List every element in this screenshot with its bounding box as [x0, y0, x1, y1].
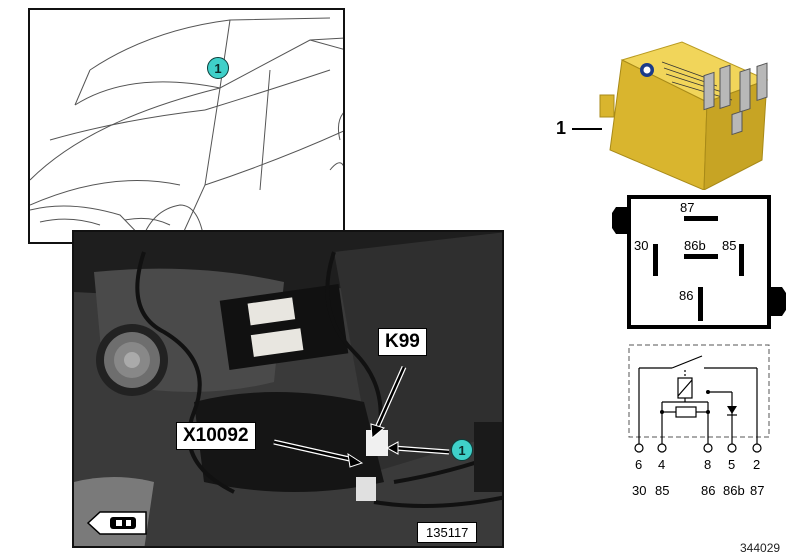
relay-image	[592, 40, 782, 191]
pin-86b-label: 86b	[684, 238, 706, 253]
door-view-pictogram	[86, 510, 148, 536]
relay-circuit-diagram	[628, 344, 770, 453]
pin-30-label: 30	[634, 238, 649, 253]
callout-1-car: 1	[207, 57, 229, 79]
pin-85-label: 85	[722, 238, 737, 253]
schematic-pin-8: 8	[704, 457, 712, 472]
relay-schematic: 6 4 8 5 2 30 85 86 86b 87	[624, 340, 774, 500]
terminal-86: 86	[701, 483, 716, 498]
schematic-pin-2: 2	[753, 457, 761, 472]
car-outline-drawing	[30, 17, 343, 242]
car-illustration-panel: 1	[28, 8, 345, 244]
document-number: 344029	[740, 541, 781, 555]
schematic-pin-5: 5	[728, 457, 736, 472]
terminal-87: 87	[750, 483, 765, 498]
label-k99: K99	[378, 328, 427, 356]
callout-1-photo: 1	[451, 439, 473, 461]
schematic-pin-6: 6	[635, 457, 643, 472]
terminal-85: 85	[655, 483, 670, 498]
door-interior-photo: K99 X10092 1 135117	[72, 230, 504, 548]
schematic-pin-4: 4	[658, 457, 666, 472]
part-leader-line	[572, 128, 602, 130]
pin-86-label: 86	[679, 288, 694, 303]
door-interior-illustration	[74, 232, 502, 546]
photo-number: 135117	[417, 522, 478, 543]
relay-pin-layout: 87 30 86b 85 86	[612, 192, 790, 334]
terminal-86b: 86b	[723, 483, 745, 498]
label-x10092: X10092	[176, 422, 256, 450]
part-number-label: 1	[556, 118, 567, 138]
terminal-30: 30	[632, 483, 647, 498]
pin-87-label: 87	[680, 200, 695, 215]
